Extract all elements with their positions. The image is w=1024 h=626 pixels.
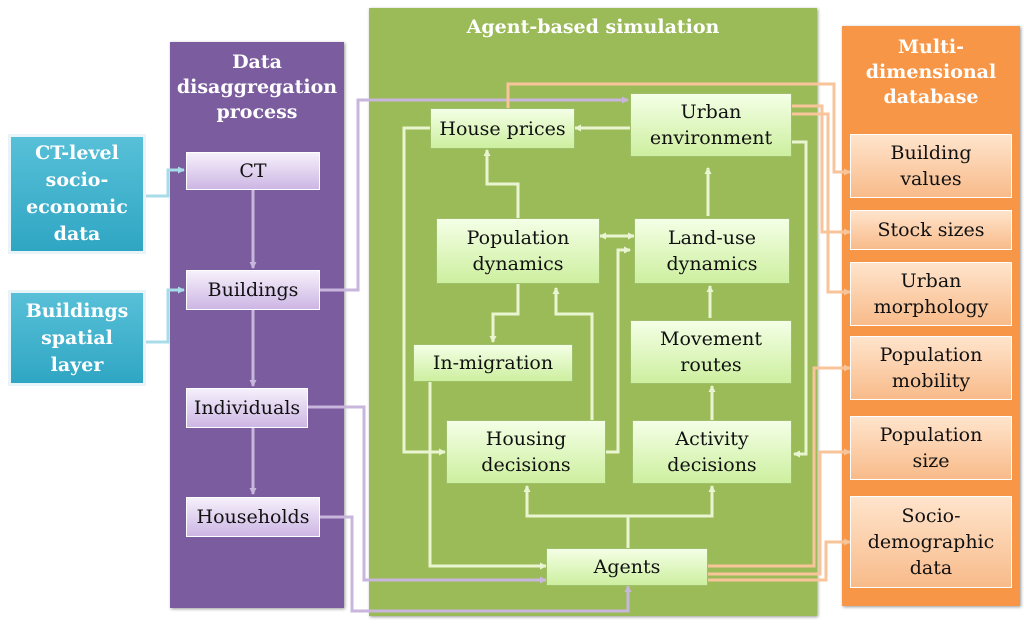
box-movement-routes: Movement routes	[630, 320, 792, 384]
wire-agents-activity	[628, 485, 716, 518]
wire-housing-pop	[552, 287, 594, 420]
source-buildings-layer: Buildings spatial layer	[8, 290, 146, 386]
box-households: Households	[186, 497, 320, 537]
box-individuals: Individuals	[186, 388, 308, 428]
box-house-prices: House prices	[430, 108, 575, 149]
source-ct-data: CT-level socio- economic data	[8, 134, 146, 254]
box-population-dynamics: Population dynamics	[436, 218, 600, 284]
box-activity-decisions: Activity decisions	[632, 420, 792, 484]
wire-ct-source	[146, 166, 185, 198]
box-in-migration: In-migration	[413, 344, 573, 382]
db-socio-demographic: Socio- demographic data	[850, 496, 1012, 588]
box-urban-environment: Urban environment	[630, 93, 792, 157]
wire-buildings-source	[146, 286, 185, 344]
db-stock-sizes: Stock sizes	[850, 210, 1012, 250]
wire-housing-landuse	[606, 246, 631, 454]
wire-agents-db-a	[708, 364, 851, 568]
wire-buildings-urban-env	[320, 96, 629, 292]
wire-pop-houseprices	[483, 149, 520, 218]
box-buildings: Buildings	[186, 270, 320, 310]
wire-pop-inmigration	[489, 284, 520, 343]
wire-houseprices-housing	[402, 126, 446, 456]
simulation-title: Agent-based simulation	[466, 16, 720, 38]
database-title: Multi- dimensional database	[865, 36, 997, 108]
db-urban-morphology: Urban morphology	[850, 262, 1012, 326]
box-agents: Agents	[546, 548, 708, 586]
box-land-use-dynamics: Land-use dynamics	[634, 218, 790, 284]
wire-agents-decisions	[523, 485, 630, 548]
db-building-values: Building values	[850, 134, 1012, 198]
box-ct: CT	[186, 152, 320, 190]
wire-inmigration-agents	[428, 382, 547, 570]
wire-urban-db-a	[792, 104, 851, 236]
db-population-mobility: Population mobility	[850, 336, 1012, 400]
wire-urban-activity	[792, 140, 808, 458]
box-housing-decisions: Housing decisions	[446, 420, 606, 484]
disaggregation-title: Data disaggregation process	[176, 51, 338, 123]
wire-houseprices-db	[506, 82, 851, 176]
wire-individuals-agents	[308, 405, 547, 584]
wire-urban-db-b	[792, 112, 851, 296]
wire-agents-db-c	[708, 538, 851, 582]
wire-agents-db-b	[708, 448, 851, 576]
db-population-size: Population size	[850, 416, 1012, 480]
wire-households-agents	[320, 515, 632, 613]
